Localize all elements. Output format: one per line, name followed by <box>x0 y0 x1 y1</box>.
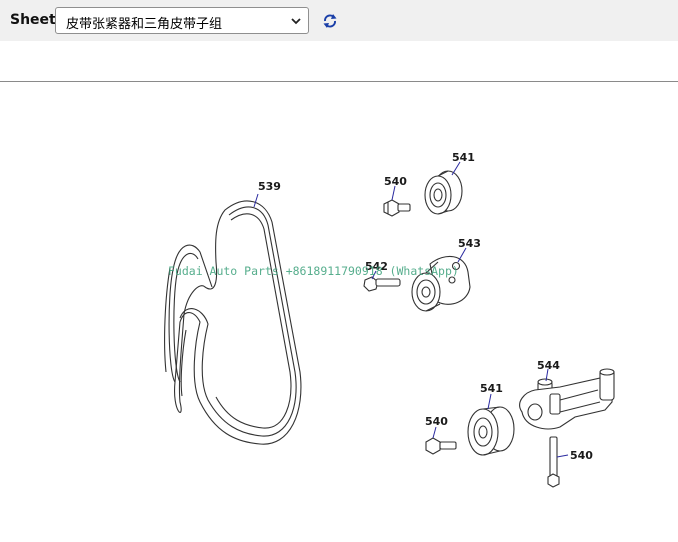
pulley-541-top[interactable] <box>424 170 463 215</box>
parts-diagram: 539 540 541 542 543 <box>164 151 615 488</box>
callout-540-bottom-right: 540 <box>570 449 593 462</box>
toolbar: Sheet 皮带张紧器和三角皮带子组 <box>0 0 678 41</box>
bolt-540-bottom-right[interactable] <box>547 436 560 488</box>
callout-541-top: 541 <box>452 151 475 164</box>
chevron-down-icon <box>291 18 301 25</box>
bolt-540-bottom-left[interactable] <box>425 437 457 455</box>
bracket-544[interactable] <box>519 368 615 430</box>
callout-542: 542 <box>365 260 388 273</box>
bolt-540-top[interactable] <box>383 199 411 217</box>
sub-toolbar <box>0 41 678 82</box>
sheet-select[interactable]: 皮带张紧器和三角皮带子组 <box>55 7 309 34</box>
sheet-label: Sheet <box>10 12 56 28</box>
callout-539: 539 <box>258 180 281 193</box>
callout-540-top: 540 <box>384 175 407 188</box>
callout-544: 544 <box>537 359 560 372</box>
callout-540-bottom-left: 540 <box>425 415 448 428</box>
belt-tensioner-543[interactable] <box>411 255 471 312</box>
refresh-icon[interactable] <box>321 12 339 30</box>
callout-541-bottom: 541 <box>480 382 503 395</box>
bolt-542[interactable] <box>363 276 401 292</box>
watermark: Fudai Auto Parts +8618911790918 (WhatsAp… <box>168 264 459 278</box>
v-belt-539[interactable] <box>164 200 302 445</box>
callout-543: 543 <box>458 237 481 250</box>
pulley-541-bottom[interactable] <box>467 406 515 456</box>
sheet-select-value: 皮带张紧器和三角皮带子组 <box>66 17 223 32</box>
